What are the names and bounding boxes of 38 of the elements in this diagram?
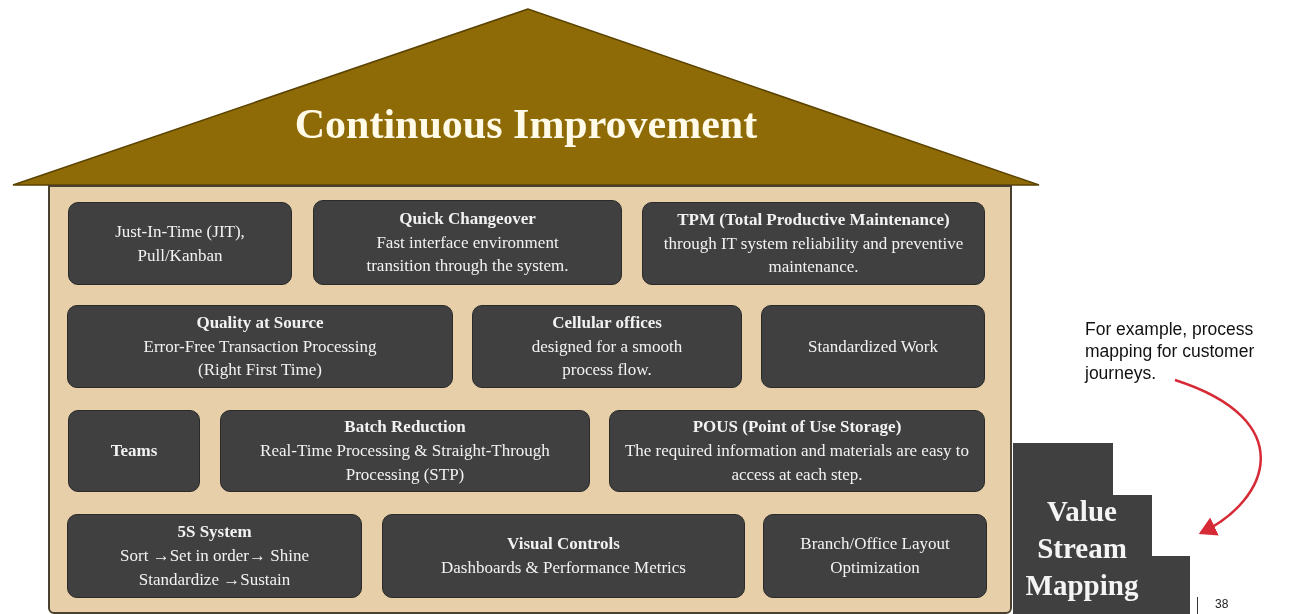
- curved-arrow: [1174, 378, 1262, 535]
- box-heading: Quick Changeover: [399, 207, 536, 230]
- box-heading: 5S System: [177, 521, 252, 544]
- box-text: Error-Free Transaction Processing (Right First Time): [142, 335, 378, 382]
- practice-box: [67, 305, 453, 388]
- box-text: Real-Time Processing & Straight-Through Processing (STP): [259, 440, 551, 486]
- practice-box: [220, 410, 590, 492]
- box-text: Dashboards & Performance Metrics: [441, 557, 686, 579]
- box-text: Sort →Set in order→ Shine Standardize →Sustain: [119, 545, 310, 591]
- practice-box: [763, 514, 987, 598]
- box-heading: TPM (Total Productive Maintenance): [677, 208, 950, 231]
- box-heading: Batch Reduction: [344, 416, 466, 439]
- practice-box: [68, 202, 292, 285]
- practice-box: [609, 410, 985, 492]
- box-text: The required information and materials are easy to access at each step.: [624, 440, 970, 486]
- box-text: Standardized Work: [807, 335, 938, 358]
- box-text: Just-In-Time (JIT), Pull/Kanban: [114, 220, 246, 267]
- box-text: Fast interface environment transition through the system.: [365, 231, 570, 278]
- box-text: designed for a smooth process flow.: [530, 335, 684, 382]
- house-wall: [48, 185, 1012, 614]
- box-text: Branch/Office Layout Optimization: [799, 533, 951, 579]
- practice-box: [472, 305, 742, 388]
- box-heading: POUS (Point of Use Storage): [692, 416, 902, 439]
- box-heading: Cellular offices: [552, 311, 662, 334]
- box-text: through IT system reliability and preventive maintenance.: [662, 232, 965, 279]
- page-number: 38: [1215, 597, 1229, 611]
- roof-title: Continuous Improvement: [293, 100, 759, 148]
- practice-box: [313, 200, 622, 285]
- box-heading: Visual Controls: [507, 533, 620, 556]
- box-heading: Teams: [110, 440, 158, 463]
- practice-box: [642, 202, 985, 285]
- box-heading: Quality at Source: [196, 311, 324, 334]
- practice-box: [67, 514, 362, 598]
- practice-box: [68, 410, 200, 492]
- note-text: For example, process mapping for customer journeys.: [1085, 318, 1256, 384]
- practice-box: [382, 514, 745, 598]
- staircase-title: Value Stream Mapping: [1024, 494, 1140, 603]
- practice-box: [761, 305, 985, 388]
